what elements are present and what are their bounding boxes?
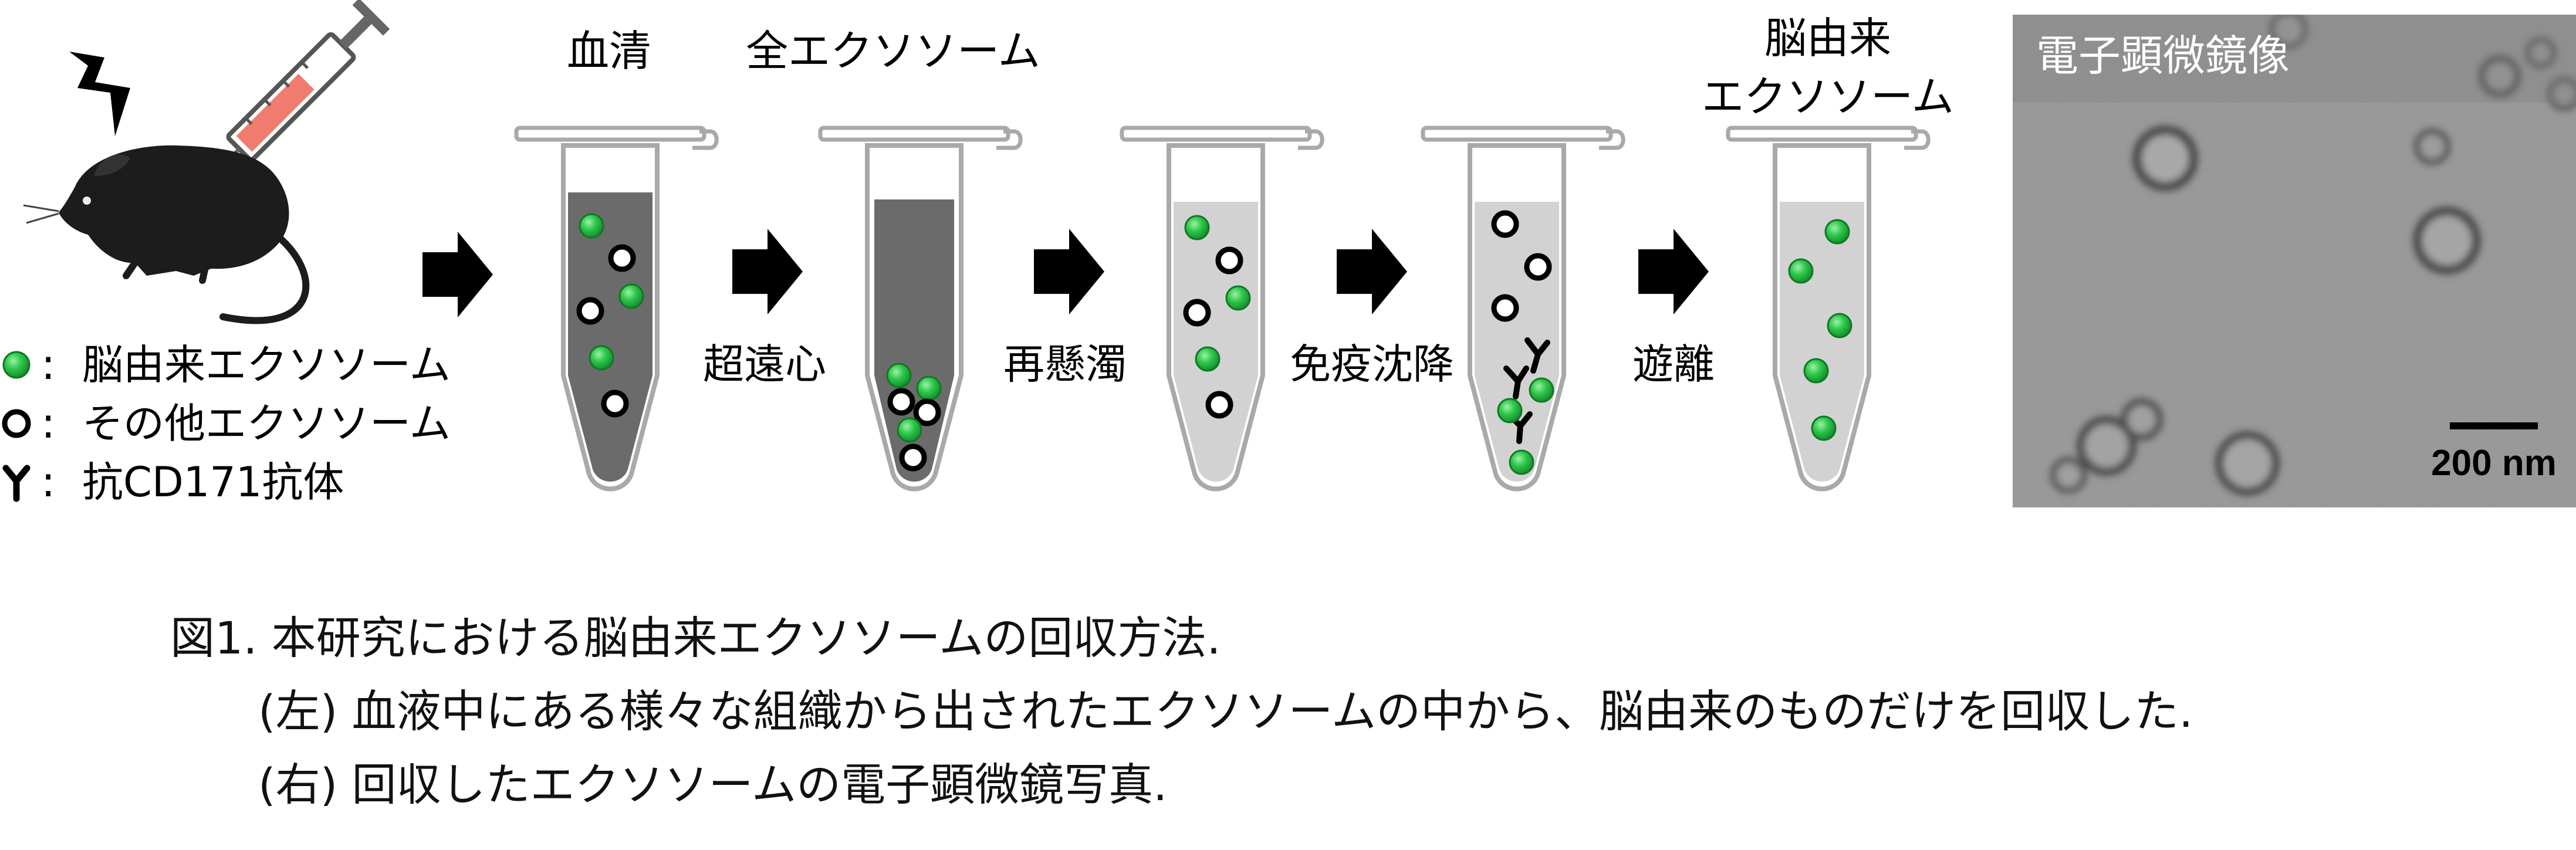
exosome-brain [897,417,922,443]
rat-icon [23,145,310,324]
exosome-other [1491,294,1519,322]
exosome-other [887,388,915,416]
arrow-icon [422,232,493,317]
label-brain-exosomes: 脳由来 [1764,13,1891,63]
caption-title: 図1. 本研究における脳由来エクソソームの回収方法. [170,612,1221,664]
em-title: 電子顕微鏡像 [2036,31,2290,80]
exosome-brain [1788,258,1814,284]
exosome-brain [1529,377,1554,403]
exosome-other [1215,246,1243,275]
exosome-brain [886,363,912,388]
exosome-other [1491,210,1519,238]
scale-bar-label: 200 nm [2431,443,2557,483]
legend-label-antibody: 抗CD171抗体 [82,458,344,506]
label-all-exosomes: 全エクソソーム [746,26,1040,76]
exosome-brain [1195,346,1221,372]
label-brain-exosomes: エクソソーム [1702,72,1954,121]
caption-left-note: (左) 血液中にある様々な組織から出されたエクソソームの中から、脳由来のものだけ… [258,685,2193,737]
arrow-icon [1034,229,1104,314]
arrow-icon [732,229,803,314]
exosome-other [1183,299,1211,327]
tube-resuspension [1120,126,1324,492]
process-dissociation: 遊離 [1632,340,1715,388]
legend-green-dot-icon [2,351,31,379]
legend: : 脳由来エクソソーム : その他エクソソーム : 抗CD171抗体 [2,340,451,506]
label-serum: 血清 [567,26,651,76]
tube-immunoprecipitation [1421,126,1625,492]
exosome-other [576,297,604,325]
exosome-brain [916,375,942,401]
scale-bar [2450,422,2538,429]
exosome-other [1524,253,1552,281]
tube-brain-exosomes [1726,126,1931,492]
exosome-brain [1184,215,1210,241]
exosome-other [899,443,927,472]
legend-open-circle-icon [2,409,31,438]
lightning-icon [69,52,130,136]
em-vesicles [2050,15,2576,496]
tube-all-exosomes [818,126,1023,492]
exosome-brain [589,345,614,371]
exosome-brain [579,213,604,239]
em-image [2013,15,2576,507]
exosome-brain [1509,449,1534,475]
process-immunoprecipitation: 免疫沈降 [1290,340,1454,388]
legend-label-other: その他エクソソーム [82,399,451,448]
caption-right-note: (右) 回収したエクソソームの電子顕微鏡写真. [258,758,1168,811]
exosome-other [608,244,636,272]
process-ultracentrifugation: 超遠心 [703,340,826,388]
exosome-other [1205,391,1233,419]
legend-separator: : [41,398,55,448]
exosome-other [601,390,629,418]
arrow-icon [1337,229,1407,314]
arrow-icon [1638,229,1709,314]
exosome-brain [618,283,644,309]
exosome-brain [1824,219,1850,245]
exosome-brain [1225,285,1251,311]
exosome-brain [1497,398,1523,424]
legend-separator: : [41,340,55,389]
exosome-brain [1811,415,1837,441]
legend-label-brain: 脳由来エクソソーム [82,341,451,389]
legend-antibody-icon [2,465,31,502]
tube-serum [514,126,719,492]
legend-separator: : [41,457,55,506]
process-resuspension: 再懸濁 [1003,340,1127,388]
exosome-brain [1803,358,1829,384]
exosome-other [913,398,941,426]
exosome-brain [1827,313,1852,338]
